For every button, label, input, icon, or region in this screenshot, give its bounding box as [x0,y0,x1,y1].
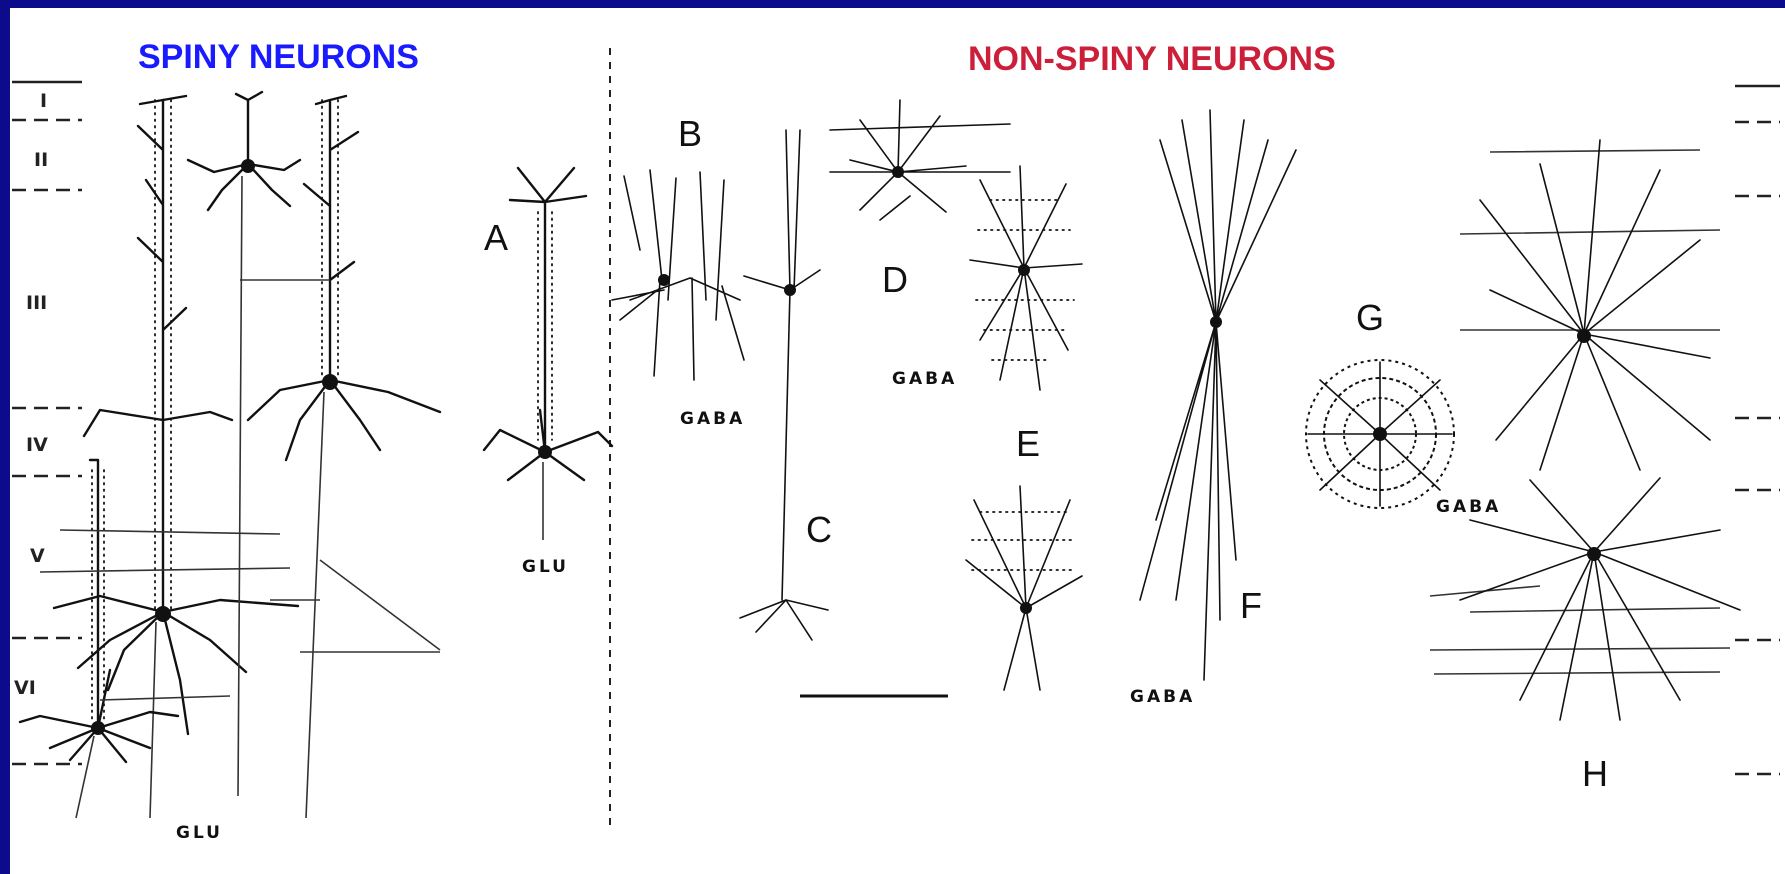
layer-boundaries-left [12,82,82,764]
layer-label-V: V [30,545,45,567]
spiny-neurons-heading: SPINY NEURONS [138,38,419,76]
transmitter-label-gaba-f: GABA [1130,687,1195,707]
non-spiny-neuron-h [1430,140,1740,720]
transmitter-label-gaba-h: GABA [1436,497,1501,517]
pyramidal-neuron-layer-ii [188,92,300,796]
cell-label-c: C [806,509,832,550]
cell-label-b: B [678,113,702,154]
cell-label-g: G [1356,297,1384,338]
transmitter-label-gaba-b: GABA [680,409,745,429]
pyramidal-neuron-layer-v [54,96,298,818]
non-spiny-neuron-c [740,130,828,640]
cell-label-a: A [484,217,508,258]
transmitter-label-glu-a: GLU [522,557,569,577]
layer-label-II: II [34,149,48,171]
cell-label-f: F [1240,585,1262,626]
non-spiny-neuron-g [1306,360,1454,508]
cell-label-d: D [882,259,908,300]
layer-label-III: III [26,292,47,314]
transmitter-label-gaba-d: GABA [892,369,957,389]
layer-label-IV: IV [26,434,48,456]
non-spiny-neurons-heading: NON-SPINY NEURONS [968,40,1336,78]
layer-label-VI: VI [14,677,36,699]
layer-boundaries-right [1735,86,1780,774]
cell-label-h: H [1582,753,1608,794]
non-spiny-neuron-b [612,170,744,380]
cell-label-e: E [1016,423,1040,464]
pyramidal-neuron-layer-iii [248,96,440,818]
layer-label-I: I [40,90,47,112]
transmitter-label-glu-pyramidal: GLU [176,823,223,843]
non-spiny-neuron-d [830,100,1010,220]
non-spiny-neuron-f [1140,110,1296,680]
